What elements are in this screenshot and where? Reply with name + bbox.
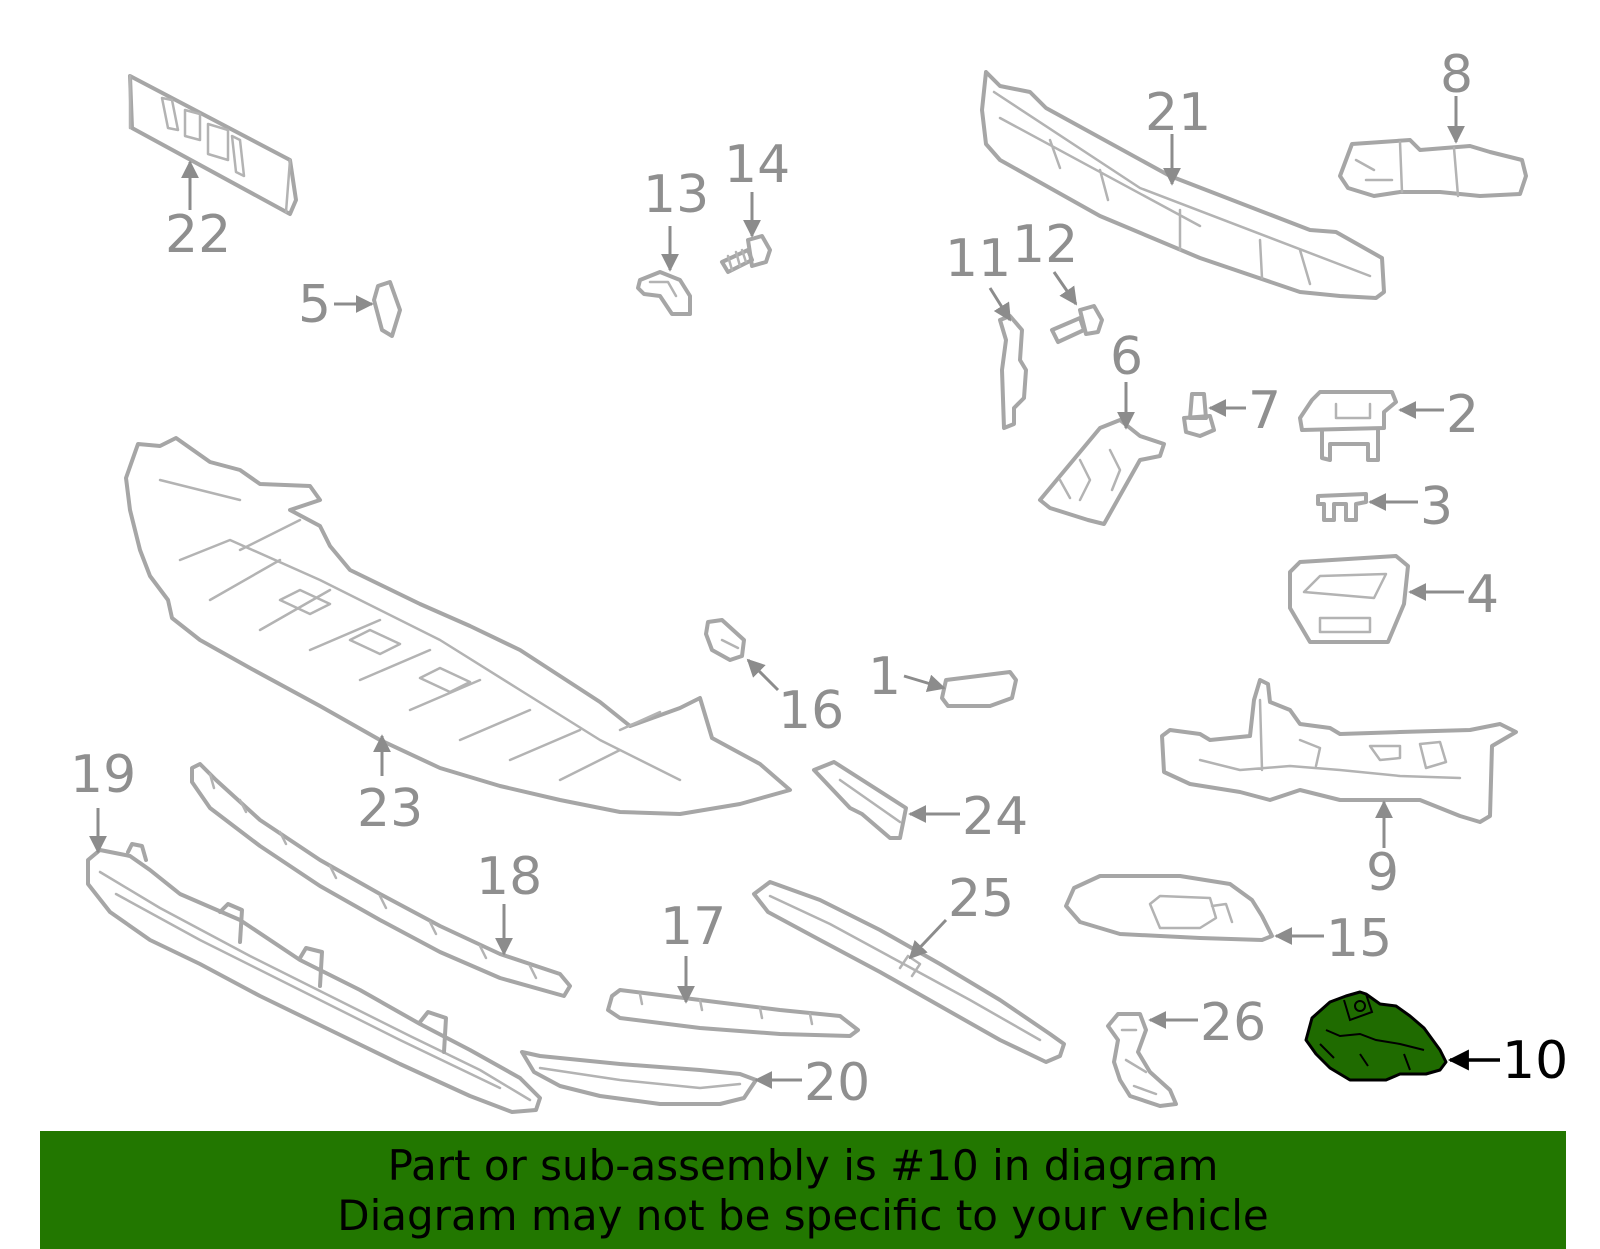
callout-4: 4	[1466, 565, 1499, 625]
part-7-bolt[interactable]	[1182, 392, 1216, 438]
callout-23: 23	[357, 779, 423, 839]
part-16-plug[interactable]	[704, 618, 746, 662]
callout-18: 18	[476, 847, 542, 907]
callout-21: 21	[1145, 83, 1211, 143]
callout-8: 8	[1440, 45, 1473, 105]
callout-9: 9	[1366, 843, 1399, 903]
part-9-side-bracket[interactable]	[1160, 678, 1518, 824]
part-19-lower-grille[interactable]	[86, 842, 542, 1114]
callout-13: 13	[643, 165, 709, 225]
callout-20: 20	[804, 1053, 870, 1113]
footer-line-1: Part or sub-assembly is #10 in diagram	[387, 1141, 1219, 1190]
part-21-impact-absorber[interactable]	[980, 70, 1386, 300]
part-14-bolt[interactable]	[720, 234, 772, 274]
part-23-lower-cover[interactable]	[124, 436, 792, 816]
part-12-bolt[interactable]	[1050, 304, 1104, 344]
callout-7: 7	[1248, 381, 1281, 441]
callout-6: 6	[1110, 327, 1143, 387]
footer-line-2: Diagram may not be specific to your vehi…	[337, 1191, 1269, 1240]
part-26-bracket[interactable]	[1106, 1012, 1178, 1108]
part-24-bracket[interactable]	[812, 760, 908, 840]
callout-12: 12	[1012, 215, 1078, 275]
callout-25: 25	[948, 869, 1014, 929]
part-5-emblem[interactable]	[372, 280, 402, 338]
part-8-bracket[interactable]	[1338, 138, 1528, 198]
part-13-clip[interactable]	[636, 270, 692, 316]
callout-26: 26	[1200, 993, 1266, 1053]
part-11-bracket[interactable]	[998, 314, 1028, 430]
part-6-bracket[interactable]	[1038, 418, 1166, 526]
callout-2: 2	[1446, 385, 1479, 445]
footer-banner: Part or sub-assembly is #10 in diagram D…	[40, 1131, 1566, 1249]
callout-19: 19	[70, 745, 136, 805]
part-25-reinforcement-bar[interactable]	[752, 880, 1066, 1064]
callout-22: 22	[165, 205, 231, 265]
callout-3: 3	[1420, 477, 1453, 537]
part-1-cover-cap[interactable]	[940, 670, 1018, 708]
part-2-bracket[interactable]	[1298, 390, 1398, 462]
callout-1: 1	[868, 647, 901, 707]
callout-24: 24	[962, 787, 1028, 847]
part-20-lower-trim[interactable]	[520, 1050, 758, 1106]
callout-10: 10	[1502, 1031, 1568, 1091]
part-17-trim-strip[interactable]	[606, 988, 860, 1038]
callout-14: 14	[724, 135, 790, 195]
part-10-bracket-highlighted[interactable]	[1304, 990, 1448, 1082]
callout-16: 16	[778, 681, 844, 741]
callout-11: 11	[945, 229, 1011, 289]
callout-17: 17	[660, 897, 726, 957]
callout-5: 5	[298, 275, 331, 335]
part-22-license-plate-bracket[interactable]	[128, 74, 298, 216]
callout-15: 15	[1326, 909, 1392, 969]
part-3-clip[interactable]	[1316, 492, 1368, 522]
part-15-fog-lamp-bezel[interactable]	[1064, 874, 1274, 942]
part-4-grille-insert[interactable]	[1288, 554, 1410, 644]
part-18-molding[interactable]	[190, 762, 572, 998]
